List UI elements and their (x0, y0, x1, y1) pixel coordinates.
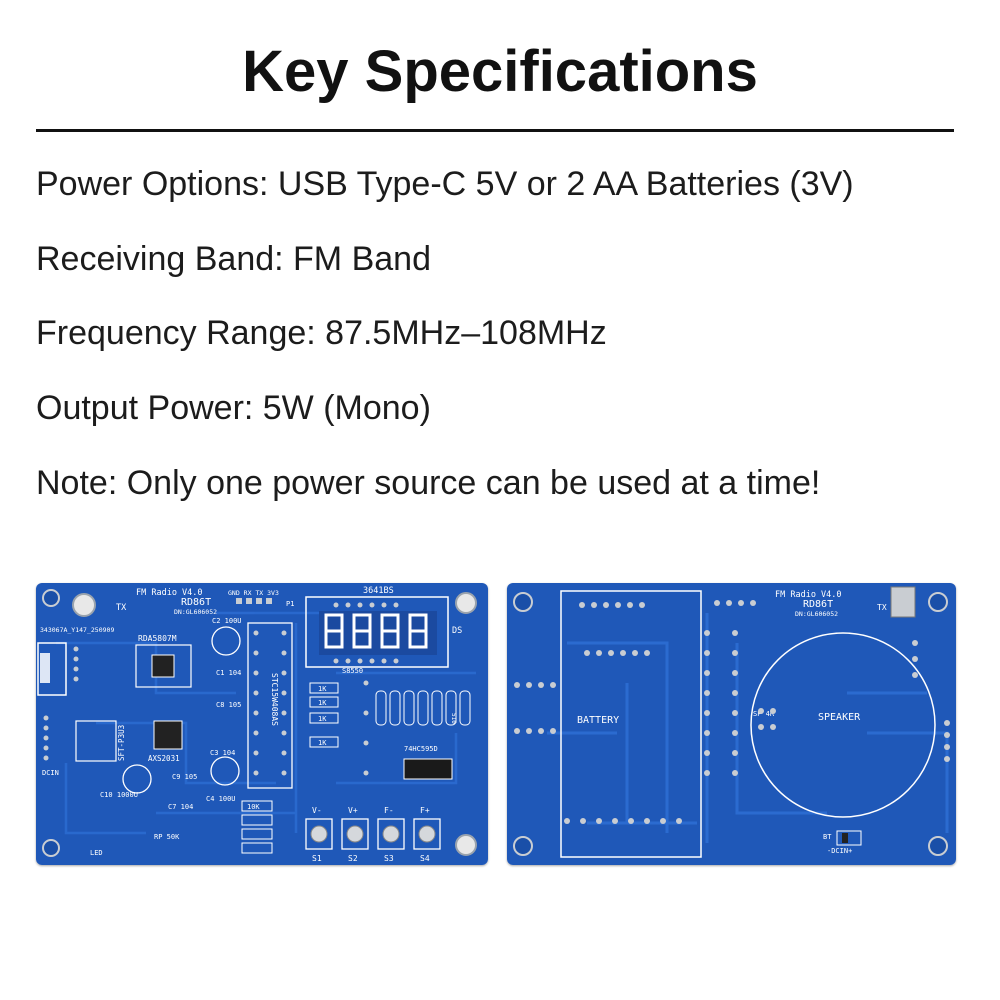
dcin-label: DCIN (42, 769, 59, 777)
front-board-code: DN:GL606052 (174, 608, 217, 616)
back-board-model: RD86T (803, 599, 833, 610)
speaker-outline (750, 632, 936, 818)
button-label-freq-down: F- (384, 806, 394, 815)
pcb-back-photo: BATTERY SPEAKER SP 4R FM Radio V4.0 RD86… (507, 583, 956, 865)
spec-output-power: Output Power: 5W (Mono) (36, 389, 431, 427)
button-ref-s2: S2 (348, 854, 358, 863)
spec-receiving-band: Receiving Band: FM Band (36, 240, 431, 278)
bt-label: BT (823, 833, 832, 841)
seven-segment-display (305, 596, 449, 668)
speaker-ref-label: SP 4R (753, 710, 775, 718)
back-board-title: FM Radio V4.0 (775, 590, 842, 600)
resistor-1k-label-2: 1K (318, 699, 327, 707)
spec-frequency-range: Frequency Range: 87.5MHz–108MHz (36, 314, 607, 352)
display-ref: DS (452, 626, 462, 636)
back-board-code: DN:GL606052 (795, 610, 838, 618)
cap-c4-label: C4 100U (206, 795, 236, 803)
led-label: LED (90, 849, 103, 857)
cap-c9-label: C9 105 (172, 773, 197, 781)
chip-reg-label: SFT-P3U3 (117, 725, 126, 761)
cap-c8-label: C8 105 (216, 701, 241, 709)
title-divider (36, 129, 954, 132)
front-board-model: RD86T (181, 597, 211, 608)
spec-power-options: Power Options: USB Type-C 5V or 2 AA Bat… (36, 165, 854, 203)
battery-holder-outline (560, 590, 702, 858)
chip-mcu-label: STC15W408AS (270, 673, 279, 726)
pot-label: RP 50K (154, 833, 180, 841)
button-ref-s1: S1 (312, 854, 322, 863)
button-ref-s3: S3 (384, 854, 394, 863)
button-ref-s4: S4 (420, 854, 430, 863)
front-serial: 343067A_Y147_250909 (40, 626, 114, 634)
display-part: 3641BS (363, 586, 394, 596)
resistor-1k-label-3: 1K (318, 715, 327, 723)
resistor-510-label: 510 (450, 713, 457, 724)
cap-c1-label: C1 104 (216, 669, 241, 677)
chip-amp-label: AXS2031 (148, 754, 180, 763)
resistor-1k-label: 1K (318, 685, 327, 693)
transistor-label: S8550 (342, 667, 363, 675)
button-label-vol-up: V+ (348, 806, 358, 815)
cap-c2-label: C2 100U (212, 617, 242, 625)
page-title: Key Specifications (242, 39, 758, 104)
back-board-tx: TX (877, 603, 887, 612)
cap-c10-label: C10 1000U (100, 791, 138, 799)
battery-label: BATTERY (577, 715, 619, 726)
dcin-back-label: -DCIN+ (827, 847, 852, 855)
front-header-label: GND RX TX 3V3 (228, 589, 279, 597)
cap-c3-label: C3 104 (210, 749, 235, 757)
cap-c7-label: C7 104 (168, 803, 193, 811)
front-header-ref: P1 (286, 600, 294, 608)
resistor-10k-label: 10K (247, 803, 260, 811)
front-board-tx: TX (116, 603, 127, 613)
speaker-label: SPEAKER (818, 712, 861, 723)
front-board-title: FM Radio V4.0 (136, 588, 203, 598)
chip-shift-label: 74HC595D (404, 745, 438, 753)
button-label-vol-down: V- (312, 806, 322, 815)
resistor-1k-label-4: 1K (318, 739, 327, 747)
push-button-group: V- V+ F- F+ S1 S2 S3 S4 (305, 806, 441, 863)
pcb-front-photo: FM Radio V4.0 RD86T DN:GL606052 TX GND R… (36, 583, 488, 865)
spec-power-note: Note: Only one power source can be used … (36, 464, 821, 502)
chip-radio-label: RDA5807M (138, 634, 177, 643)
button-label-freq-up: F+ (420, 806, 430, 815)
